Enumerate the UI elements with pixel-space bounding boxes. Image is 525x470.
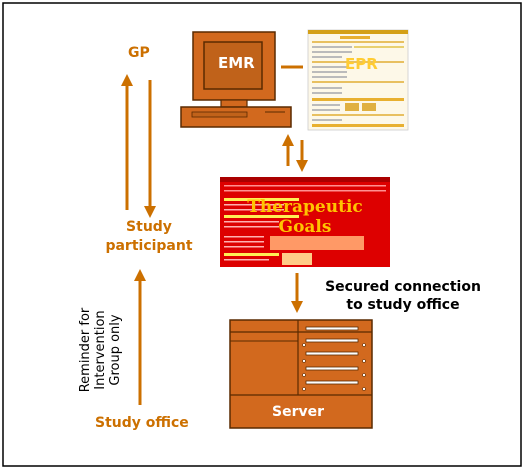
epr-document-thumbnail <box>307 29 409 131</box>
study-participant-line-1: Study <box>126 219 172 235</box>
reminder-line-1: Reminder for <box>78 307 93 393</box>
therapeutic-goals-line-2: Goals <box>278 217 332 237</box>
therapeutic-goals-label: Therapeutic Goals <box>240 197 370 237</box>
epr-label: EPR <box>345 55 378 73</box>
secured-connection-line-2: to study office <box>346 297 460 313</box>
reminder-line-2: Intervention <box>93 310 108 390</box>
gp-label: GP <box>128 45 150 61</box>
secured-connection-label: Secured connection to study office <box>318 278 488 314</box>
server-label: Server <box>272 404 325 420</box>
reminder-vertical-label: Reminder for Intervention Group only <box>78 290 123 410</box>
emr-computer-icon <box>180 31 292 128</box>
therapeutic-goals-line-1: Therapeutic <box>247 197 363 217</box>
emr-label: EMR <box>218 54 255 72</box>
secured-connection-line-1: Secured connection <box>325 279 481 295</box>
therapeutic-goals-form <box>220 177 390 267</box>
study-participant-line-2: participant <box>105 238 193 254</box>
study-participant-label: Study participant <box>104 218 194 256</box>
server-icon <box>229 319 373 429</box>
reminder-line-3: Group only <box>108 314 123 386</box>
study-office-label: Study office <box>95 415 189 431</box>
